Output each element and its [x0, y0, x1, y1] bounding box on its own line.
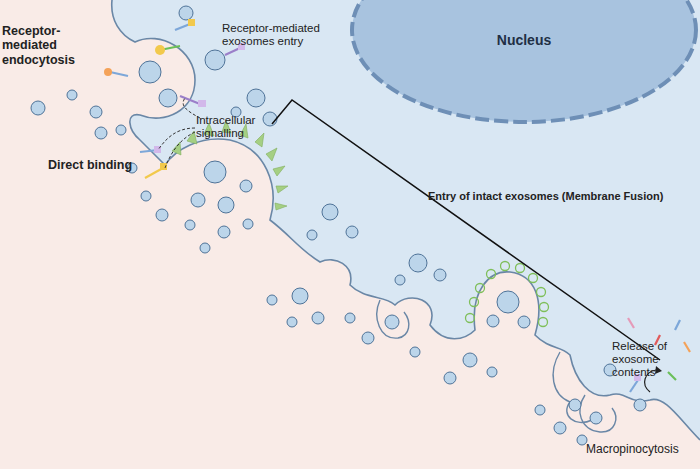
nucleus-outline: [348, 0, 700, 126]
mechanism-label: Receptor-mediated exosomes entry: [222, 22, 352, 48]
process-label: Intracellular signalling: [196, 114, 278, 140]
bracket-line: [272, 100, 660, 360]
caveolin-coat: [466, 262, 549, 327]
mechanism-label: Macropinocytosis: [586, 443, 698, 457]
nuclear-envelope: [352, 0, 696, 122]
arrow-head: [655, 366, 662, 374]
node-title: Nucleus: [348, 32, 700, 48]
mechanism-title: Direct binding: [48, 158, 160, 172]
nucleus-ellipse: Nucleus: [348, 0, 700, 126]
membrane-ruffle: [553, 352, 616, 432]
mechanism-title: Entry of intact exosomes (Membrane Fusio…: [428, 190, 698, 203]
signalling-path: [158, 98, 200, 168]
process-label: Release of exosome contents: [612, 340, 698, 380]
membrane-ruffle: [377, 300, 409, 338]
mechanism-title: Receptor-mediated endocytosis: [2, 24, 114, 67]
